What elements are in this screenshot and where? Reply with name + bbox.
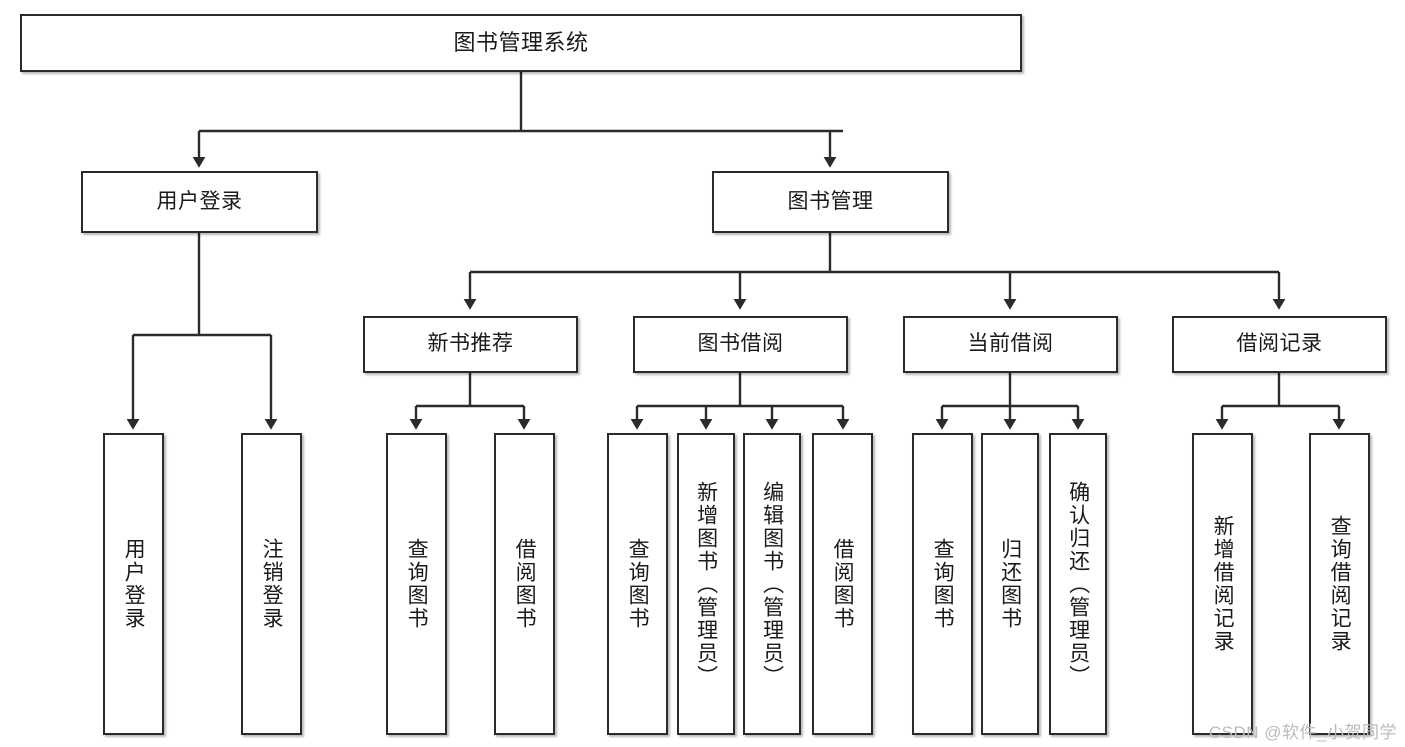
- node-book-manage-label: 图书管理: [787, 189, 874, 213]
- leaf-edit-book-label: 编辑图书（管理员）: [760, 480, 784, 688]
- node-new-book-recommend-label: 新书推荐: [427, 332, 514, 356]
- leaf-query-record[interactable]: 查询借阅记录: [1309, 433, 1370, 735]
- leaf-return-book-label: 归还图书: [998, 538, 1022, 630]
- leaf-logout-login[interactable]: 注销登录: [241, 433, 302, 735]
- leaf-query-book-2-label: 查询图书: [626, 538, 650, 630]
- leaf-edit-book[interactable]: 编辑图书（管理员）: [743, 433, 801, 735]
- node-root-label: 图书管理系统: [453, 30, 589, 56]
- leaf-query-book-2[interactable]: 查询图书: [607, 433, 668, 735]
- node-borrow-record-label: 借阅记录: [1236, 332, 1323, 356]
- node-new-book-recommend[interactable]: 新书推荐: [363, 316, 578, 373]
- node-book-manage[interactable]: 图书管理: [712, 171, 949, 233]
- leaf-borrow-book-2[interactable]: 借阅图书: [812, 433, 873, 735]
- leaf-user-login[interactable]: 用户登录: [103, 433, 164, 735]
- leaf-query-book-3-label: 查询图书: [931, 538, 955, 630]
- leaf-add-book[interactable]: 新增图书（管理员）: [677, 433, 735, 735]
- node-current-borrow[interactable]: 当前借阅: [903, 316, 1118, 373]
- node-current-borrow-label: 当前借阅: [967, 332, 1054, 356]
- leaf-borrow-book-1[interactable]: 借阅图书: [494, 433, 555, 735]
- leaf-add-book-label: 新增图书（管理员）: [694, 480, 718, 688]
- leaf-borrow-book-1-label: 借阅图书: [513, 538, 537, 630]
- node-book-borrow-label: 图书借阅: [697, 332, 784, 356]
- watermark: CSDN @软件_小贺同学: [1208, 723, 1397, 742]
- leaf-add-record[interactable]: 新增借阅记录: [1192, 433, 1253, 735]
- leaf-confirm-return-label: 确认归还（管理员）: [1066, 480, 1090, 688]
- node-borrow-record[interactable]: 借阅记录: [1172, 316, 1387, 373]
- leaf-return-book[interactable]: 归还图书: [981, 433, 1039, 735]
- node-book-borrow[interactable]: 图书借阅: [633, 316, 848, 373]
- leaf-add-record-label: 新增借阅记录: [1211, 515, 1235, 653]
- leaf-borrow-book-2-label: 借阅图书: [831, 538, 855, 630]
- leaf-query-record-label: 查询借阅记录: [1328, 515, 1352, 653]
- leaf-user-login-label: 用户登录: [122, 538, 146, 630]
- leaf-query-book-3[interactable]: 查询图书: [912, 433, 973, 735]
- node-user-login-label: 用户登录: [156, 189, 243, 213]
- leaf-query-book-1[interactable]: 查询图书: [386, 433, 447, 735]
- leaf-confirm-return[interactable]: 确认归还（管理员）: [1049, 433, 1107, 735]
- node-user-login[interactable]: 用户登录: [81, 171, 318, 233]
- leaf-query-book-1-label: 查询图书: [405, 538, 429, 630]
- leaf-logout-login-label: 注销登录: [260, 538, 284, 630]
- node-root[interactable]: 图书管理系统: [20, 14, 1022, 72]
